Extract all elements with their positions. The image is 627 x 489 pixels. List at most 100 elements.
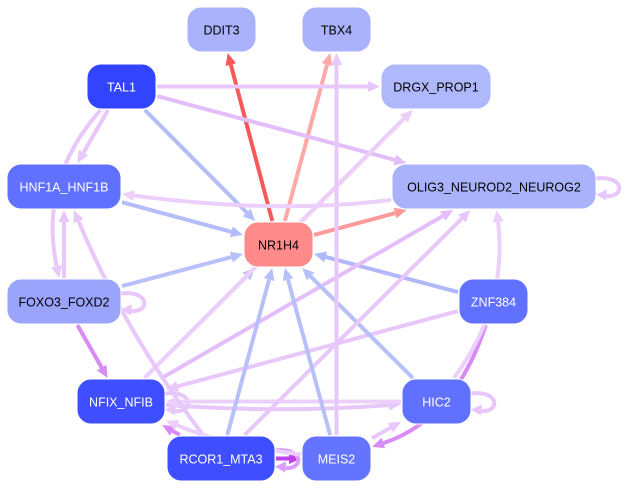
arrowhead (96, 364, 108, 378)
node-hic2[interactable]: HIC2 (401, 378, 472, 425)
edge-znf384-to-nr1h4 (314, 251, 459, 295)
edge-nr1h4-to-ddit3 (225, 53, 275, 222)
edge-line (282, 64, 329, 222)
node-box[interactable] (6, 163, 122, 210)
edge-rcor1_mta3-to-olig3_neurod2_neurog2 (243, 210, 471, 437)
node-box[interactable] (243, 221, 314, 268)
edge-line (228, 64, 275, 222)
edge-rcor1_mta3-to-hnf1a_hnf1b (73, 210, 205, 437)
node-tbx4[interactable]: TBX4 (301, 6, 372, 53)
arrowhead (225, 53, 237, 67)
node-rcor1-mta3[interactable]: RCOR1_MTA3 (166, 435, 276, 482)
arrowhead (263, 268, 275, 282)
node-box[interactable] (380, 63, 492, 110)
arrowhead (400, 110, 413, 123)
arrowhead (458, 210, 471, 223)
edge-line (325, 255, 459, 295)
arrowhead (77, 149, 89, 163)
edge-hnf1a_hnf1b-to-nr1h4 (121, 200, 243, 238)
node-label: DDIT3 (203, 24, 239, 38)
edge-foxo3_foxd2-to-hnf1a_hnf1b (58, 210, 70, 278)
arrowhead (387, 421, 401, 433)
edge-nr1h4-to-tbx4 (282, 53, 333, 222)
arrowhead (372, 437, 386, 449)
edge-line (156, 94, 396, 162)
node-label: RCOR1_MTA3 (179, 453, 262, 467)
edge-tal1-to-hnf1a_hnf1b (77, 109, 110, 163)
node-box[interactable] (301, 435, 372, 482)
node-box[interactable] (166, 435, 276, 482)
edge-hic2-to-nr1h4 (302, 268, 415, 380)
edge-tal1-to-olig3_neurod2_neurog2 (156, 94, 407, 166)
arrowhead (492, 210, 504, 223)
arrowhead (275, 461, 286, 473)
arrowhead (162, 425, 176, 436)
edge-foxo3_foxd2-to-nfix_nfib (75, 324, 108, 378)
edge-olig3_neurod2_neurog2-to-hnf1a_hnf1b (122, 190, 392, 209)
arrowhead (73, 210, 84, 224)
edge-line (121, 200, 232, 234)
node-hnf1a-hnf1b[interactable]: HNF1A_HNF1B (6, 163, 122, 210)
arrowhead (229, 251, 243, 263)
node-label: TAL1 (107, 81, 136, 95)
self-loop-line (594, 176, 622, 199)
node-olig3-neurod2-neurog2[interactable]: OLIG3_NEUROD2_NEUROG2 (391, 163, 597, 210)
node-nfix-nfib[interactable]: NFIX_NFIB (76, 378, 166, 425)
node-box[interactable] (301, 6, 372, 53)
node-label: HNF1A_HNF1B (20, 181, 109, 195)
edge-hic2-to-hic2 (469, 391, 497, 416)
edge-foxo3_foxd2-to-foxo3_foxd2 (119, 291, 147, 316)
arrowhead (242, 208, 256, 221)
arrowhead (393, 207, 407, 219)
self-loop-line (469, 391, 497, 414)
node-label: DRGX_PROP1 (393, 81, 478, 95)
edge-line (143, 108, 249, 214)
arrowhead (314, 251, 328, 263)
arrowhead (393, 154, 407, 166)
node-tal1[interactable]: TAL1 (86, 63, 157, 110)
edge-tal1-to-drgx_prop1 (157, 81, 380, 92)
edge-line (76, 220, 205, 437)
node-nr1h4[interactable]: NR1H4 (243, 221, 314, 268)
edge-line (177, 309, 459, 389)
arrowhead (302, 268, 315, 281)
node-foxo3-foxd2[interactable]: FOXO3_FOXD2 (6, 278, 122, 325)
node-znf384[interactable]: ZNF384 (458, 278, 529, 325)
node-box[interactable] (86, 63, 157, 110)
edge-line (121, 255, 232, 289)
edge-line (243, 217, 464, 437)
edge-line (160, 214, 444, 380)
edge-line (286, 279, 333, 436)
arrowhead (289, 453, 301, 464)
node-box[interactable] (401, 378, 472, 425)
edge-rcor1_mta3-to-nr1h4 (225, 268, 275, 436)
node-drgx-prop1[interactable]: DRGX_PROP1 (380, 63, 492, 110)
edge-line (133, 193, 392, 209)
node-box[interactable] (186, 6, 257, 53)
edge-line (165, 402, 390, 412)
node-box[interactable] (76, 378, 166, 425)
node-label: FOXO3_FOXD2 (19, 296, 110, 310)
edge-foxo3_foxd2-to-nr1h4 (121, 251, 243, 289)
edge-line (81, 109, 110, 154)
edge-meis2-to-tbx4 (331, 53, 342, 435)
arrowhead (229, 226, 243, 238)
arrowhead (368, 81, 380, 92)
node-label: MEIS2 (318, 453, 356, 467)
arrowhead (122, 190, 135, 202)
arrowhead (282, 268, 294, 282)
node-meis2[interactable]: MEIS2 (301, 435, 372, 482)
arrowhead (321, 53, 333, 67)
arrowhead (51, 265, 63, 278)
edge-line (75, 324, 104, 369)
node-box[interactable] (458, 278, 529, 325)
node-ddit3[interactable]: DDIT3 (186, 6, 257, 53)
edge-meis2-to-hic2 (371, 421, 401, 441)
edge-nr1h4-to-olig3_neurod2_neurog2 (313, 207, 407, 237)
node-box[interactable] (6, 278, 122, 325)
edge-line (171, 429, 181, 437)
node-box[interactable] (391, 163, 597, 210)
arrowhead (58, 210, 70, 222)
